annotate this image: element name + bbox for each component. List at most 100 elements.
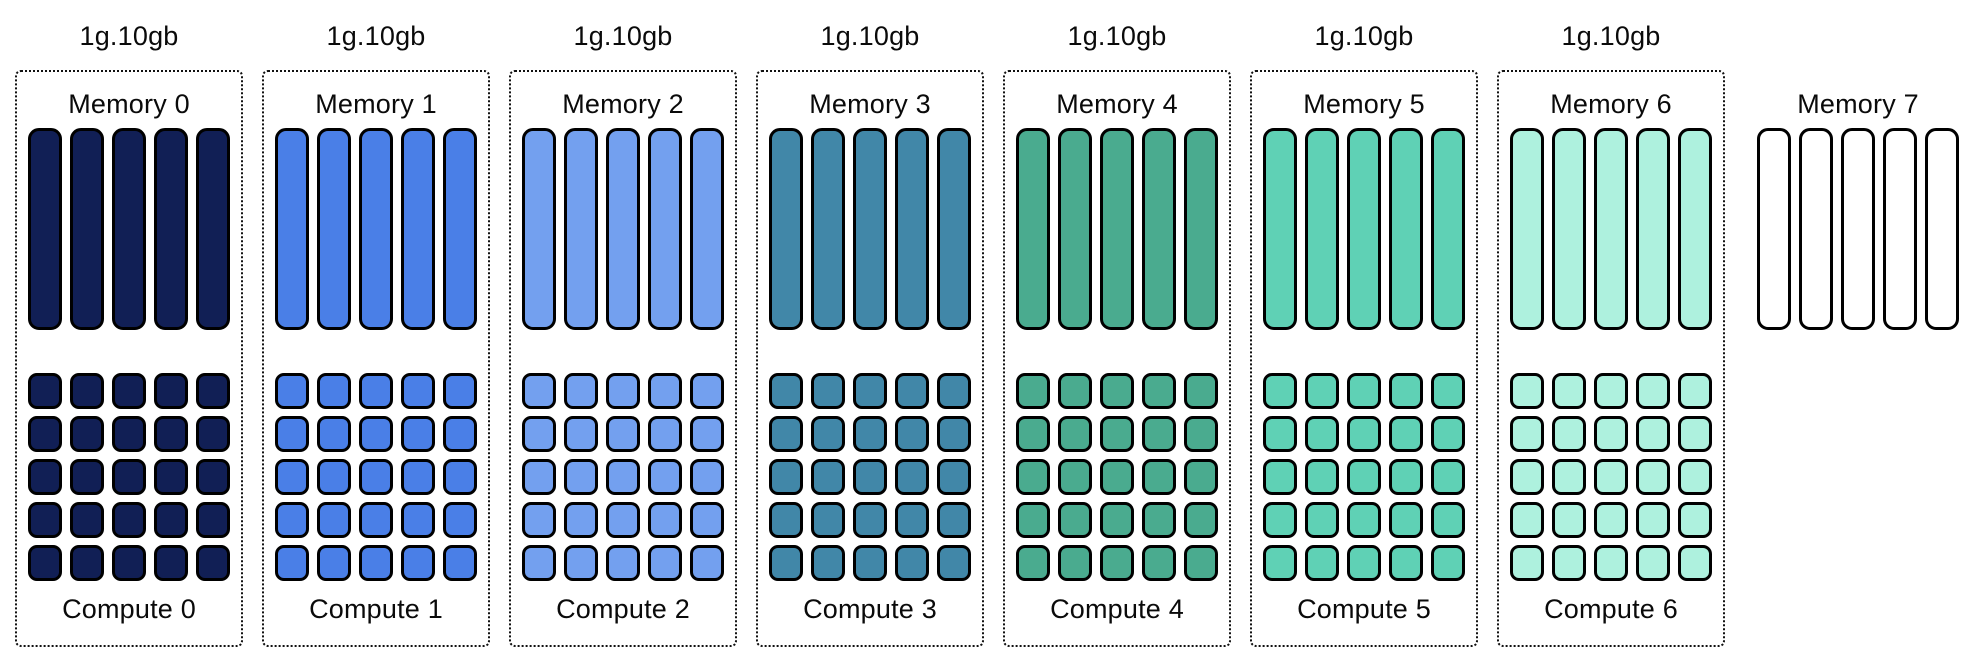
compute-slice-grid [1016, 373, 1218, 581]
memory-slice-bar [1841, 128, 1875, 330]
memory-slice-bars [522, 128, 724, 330]
compute-cell [522, 545, 556, 581]
compute-cell [564, 416, 598, 452]
memory-slice-bar [811, 128, 845, 330]
compute-cell [317, 459, 351, 495]
compute-cell [1100, 373, 1134, 409]
compute-cell [1510, 373, 1544, 409]
compute-cell [1263, 502, 1297, 538]
compute-cell [1636, 373, 1670, 409]
memory-slice-bar [1305, 128, 1339, 330]
compute-cell [1552, 416, 1586, 452]
memory-slice-bar [937, 128, 971, 330]
compute-cell [937, 545, 971, 581]
compute-cell [401, 502, 435, 538]
compute-cell [275, 545, 309, 581]
memory-slice-bars [275, 128, 477, 330]
memory-slice-bar [317, 128, 351, 330]
memory-slice-bar [1594, 128, 1628, 330]
compute-cell [1594, 459, 1628, 495]
compute-slice-grid [522, 373, 724, 581]
compute-cell [1678, 502, 1712, 538]
compute-cell [1552, 502, 1586, 538]
compute-cell [648, 373, 682, 409]
compute-slice-label: Compute 5 [1297, 593, 1431, 624]
compute-cell [401, 459, 435, 495]
compute-cell [895, 416, 929, 452]
compute-cell [1431, 416, 1465, 452]
compute-cell [1016, 459, 1050, 495]
compute-cell [937, 502, 971, 538]
memory-slice-bars [28, 128, 230, 330]
compute-cell [769, 373, 803, 409]
unassigned-memory-group: Memory 7 [1744, 70, 1972, 342]
compute-cell [275, 373, 309, 409]
memory-slice-label: Memory 7 [1797, 88, 1919, 119]
memory-slice-bar [196, 128, 230, 330]
memory-slice-bar [1678, 128, 1712, 330]
memory-slice-bar [648, 128, 682, 330]
memory-slice-bar [1883, 128, 1917, 330]
compute-cell [1678, 416, 1712, 452]
gpu-slice-column-7: Memory 7 [1744, 8, 1972, 342]
compute-cell [522, 416, 556, 452]
compute-cell [28, 416, 62, 452]
compute-cell [811, 502, 845, 538]
compute-cell [1347, 416, 1381, 452]
memory-slice-bar [690, 128, 724, 330]
compute-cell [1636, 502, 1670, 538]
compute-slice-grid [1263, 373, 1465, 581]
compute-cell [1184, 373, 1218, 409]
compute-cell [1142, 545, 1176, 581]
compute-cell [401, 545, 435, 581]
compute-cell [112, 502, 146, 538]
compute-cell [443, 373, 477, 409]
memory-slice-bar [70, 128, 104, 330]
memory-slice-bar [1263, 128, 1297, 330]
compute-cell [1678, 373, 1712, 409]
compute-cell [853, 459, 887, 495]
mig-profile-label: 1g.10gb [1067, 20, 1167, 51]
memory-slice-bar [895, 128, 929, 330]
compute-cell [1100, 459, 1134, 495]
mig-profile-label: 1g.10gb [1561, 20, 1661, 51]
compute-cell [811, 416, 845, 452]
memory-slice-bars [1757, 128, 1959, 330]
compute-cell [1594, 545, 1628, 581]
compute-slice-grid [275, 373, 477, 581]
compute-cell [275, 416, 309, 452]
compute-cell [196, 373, 230, 409]
memory-slice-bar [1347, 128, 1381, 330]
compute-cell [1347, 545, 1381, 581]
compute-cell [853, 416, 887, 452]
compute-cell [1016, 373, 1050, 409]
compute-cell [895, 373, 929, 409]
compute-cell [690, 416, 724, 452]
compute-cell [648, 545, 682, 581]
compute-cell [522, 459, 556, 495]
compute-cell [317, 373, 351, 409]
memory-slice-bar [359, 128, 393, 330]
mig-profile-label: 1g.10gb [79, 20, 179, 51]
compute-slice-label: Compute 3 [803, 593, 937, 624]
compute-cell [1263, 545, 1297, 581]
compute-cell [1184, 545, 1218, 581]
compute-cell [1510, 545, 1544, 581]
compute-cell [564, 459, 598, 495]
compute-slice-grid [28, 373, 230, 581]
compute-cell [28, 502, 62, 538]
compute-cell [154, 545, 188, 581]
mig-profile-label [1744, 8, 1972, 64]
memory-slice-bar [28, 128, 62, 330]
memory-slice-bar [1510, 128, 1544, 330]
compute-cell [1058, 416, 1092, 452]
